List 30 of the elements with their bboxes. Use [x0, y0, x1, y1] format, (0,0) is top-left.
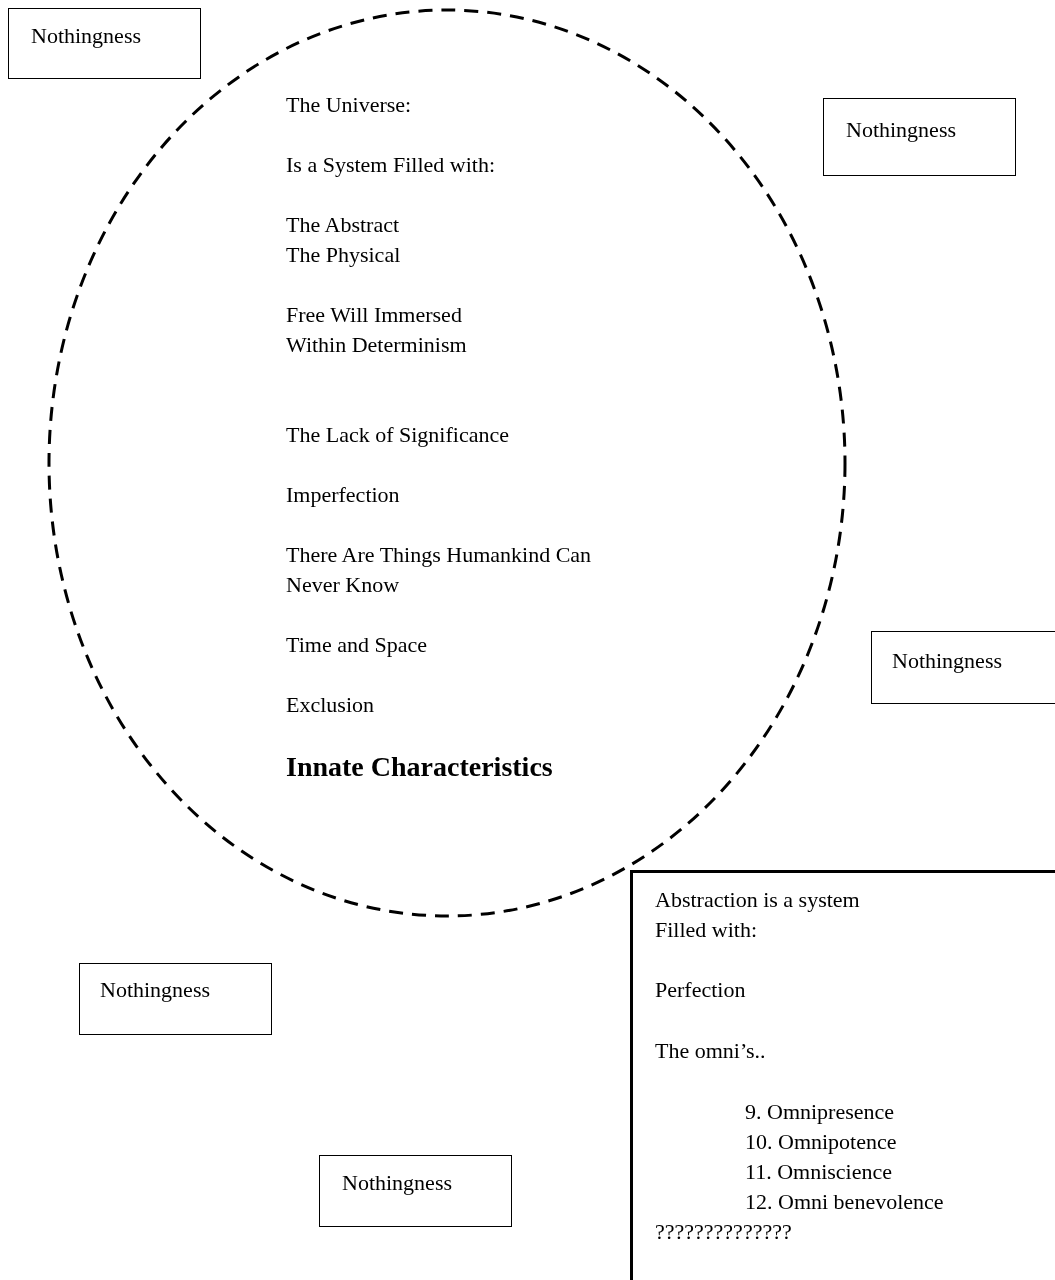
text-box	[823, 98, 1016, 176]
circle-text: The Abstract	[286, 211, 400, 239]
circle-text: There Are Things Humankind Can Never Know	[286, 541, 593, 599]
box-label: Nothingness	[892, 647, 1002, 675]
panel-text: Abstraction is a system Filled with:	[655, 886, 861, 944]
circle-text: The Lack of Significance	[286, 421, 509, 449]
list-item: 10. Omnipotence	[745, 1128, 897, 1156]
circle-text: Is a System Filled with:	[286, 151, 495, 179]
box-label: Nothingness	[31, 22, 141, 50]
circle-text: Free Will Immersed Within Determinism	[286, 301, 468, 359]
circle-text: Imperfection	[286, 481, 400, 509]
text-panel	[630, 870, 1055, 1280]
circle-text: Time and Space	[286, 631, 427, 659]
box-label: Nothingness	[846, 116, 956, 144]
text-box	[79, 963, 272, 1035]
text-box	[8, 8, 201, 79]
panel-text: Perfection	[655, 976, 746, 1004]
list-item: 11. Omniscience	[745, 1158, 893, 1186]
box-label: Nothingness	[100, 976, 210, 1004]
heading: Innate Characteristics	[286, 750, 553, 784]
panel-text: The omni’s..	[655, 1037, 766, 1065]
circle-text: The Physical	[286, 241, 401, 269]
text-box	[319, 1155, 512, 1227]
text-box	[871, 631, 1055, 704]
box-label: Nothingness	[342, 1169, 452, 1197]
list-item: 12. Omni benevolence	[745, 1188, 944, 1216]
panel-text: ??????????????	[655, 1218, 792, 1246]
list-item: 9. Omnipresence	[745, 1098, 895, 1126]
circle-text: Exclusion	[286, 691, 374, 719]
circle-text: The Universe:	[286, 91, 412, 119]
